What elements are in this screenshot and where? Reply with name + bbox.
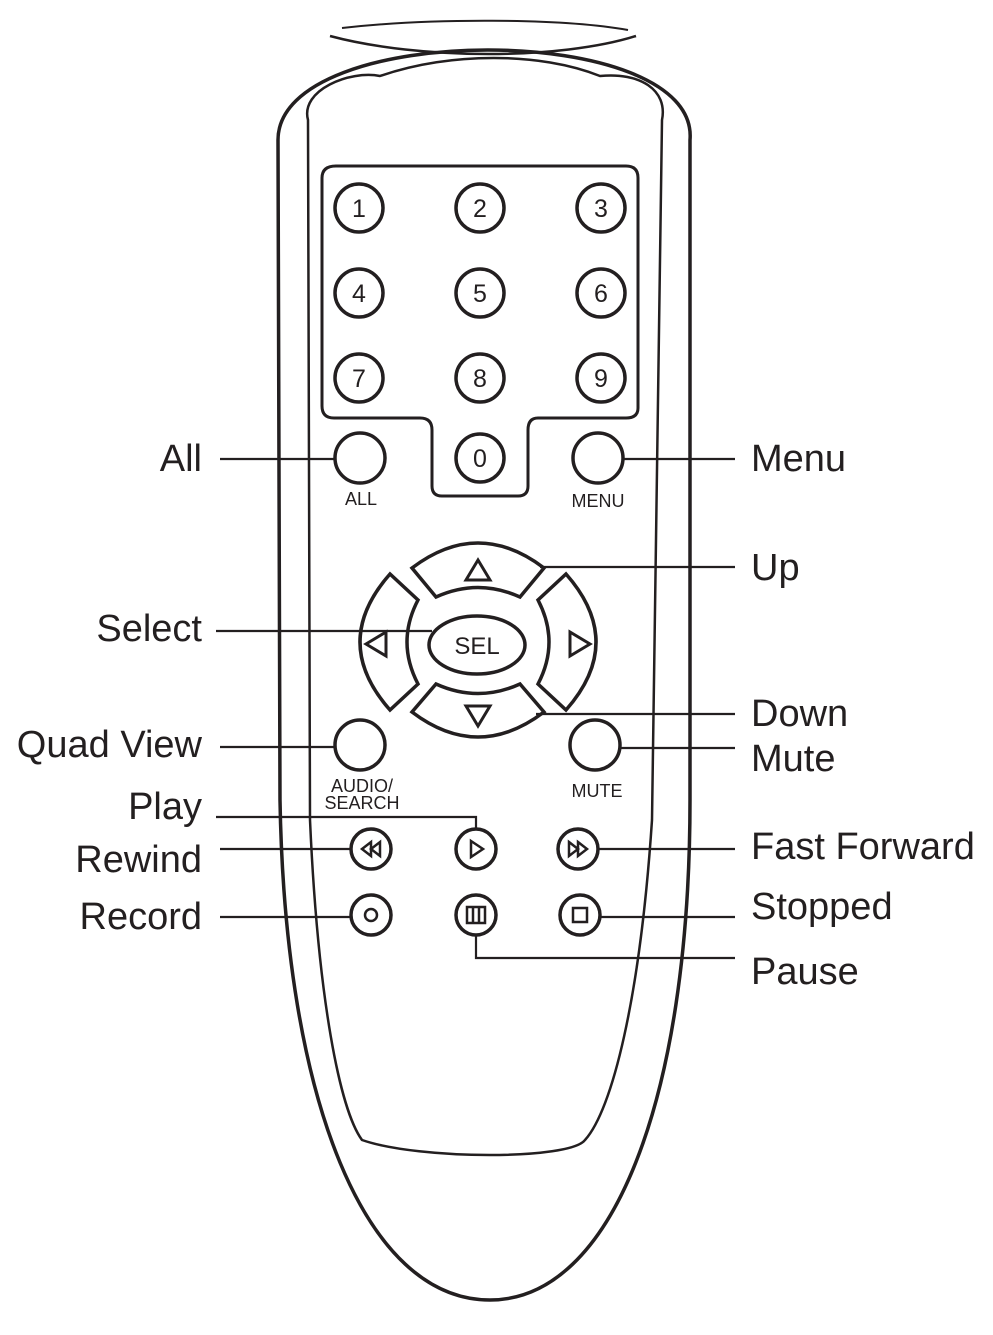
key-6[interactable]: 6 [575,267,627,319]
down-arrow-icon [463,704,493,729]
callout-menu: Menu [751,438,846,480]
key-0[interactable]: 0 [454,432,506,484]
key-2[interactable]: 2 [454,182,506,234]
key-2-label: 2 [473,195,487,223]
key-5[interactable]: 5 [454,267,506,319]
key-5-label: 5 [473,280,487,308]
key-9-label: 9 [594,365,608,393]
callout-record: Record [80,896,203,938]
key-3-label: 3 [594,195,608,223]
record-button[interactable] [349,893,393,937]
callout-pause: Pause [751,951,859,993]
callout-select: Select [96,608,202,650]
key-3[interactable]: 3 [575,182,627,234]
left-button[interactable] [358,571,421,713]
menu-button-label: MENU [572,491,625,511]
key-1[interactable]: 1 [333,182,385,234]
record-icon [363,907,379,923]
select-button-label: SEL [454,633,499,660]
all-button-label: ALL [345,489,377,509]
key-8-label: 8 [473,365,487,393]
stop-button[interactable] [558,893,602,937]
pause-icon [465,905,487,925]
play-button[interactable] [454,827,498,871]
audio-button-label-line2: SEARCH [324,793,399,813]
callout-up: Up [751,547,800,589]
key-1-label: 1 [352,195,366,223]
key-4[interactable]: 4 [333,267,385,319]
left-arrow-icon [363,629,388,659]
rewind-icon [359,839,382,859]
right-button[interactable] [535,571,598,713]
audio-search-button[interactable] [333,718,387,772]
mute-button[interactable] [568,718,622,772]
callout-all: All [160,438,202,480]
menu-button[interactable] [571,431,625,485]
key-7[interactable]: 7 [333,352,385,404]
right-arrow-icon [568,629,593,659]
up-arrow-icon [463,557,493,582]
rewind-button[interactable] [349,827,393,871]
remote-body [276,19,692,1302]
pause-button[interactable] [454,893,498,937]
down-button[interactable] [409,681,547,739]
leader-lines [216,457,735,960]
key-9[interactable]: 9 [575,352,627,404]
key-4-label: 4 [352,280,366,308]
callout-play: Play [128,786,202,828]
callout-stopped: Stopped [751,886,893,928]
callout-quad-view: Quad View [17,724,203,766]
play-icon [469,838,486,860]
callout-fast-forward: Fast Forward [751,826,975,868]
keypad-panel [320,164,640,498]
key-6-label: 6 [594,280,608,308]
callout-down: Down [751,693,848,735]
stop-icon [571,906,589,924]
audio-button-label-line1: AUDIO/ [331,776,393,796]
fast-forward-button[interactable] [556,827,600,871]
mute-button-label: MUTE [572,781,623,801]
up-button[interactable] [409,541,547,600]
callout-mute: Mute [751,738,835,780]
key-7-label: 7 [352,365,366,393]
key-0-label: 0 [473,445,487,473]
callout-rewind: Rewind [75,839,202,881]
key-8[interactable]: 8 [454,352,506,404]
fast-forward-icon [567,839,590,859]
all-button[interactable] [333,431,387,485]
select-button[interactable]: SEL [427,614,527,676]
